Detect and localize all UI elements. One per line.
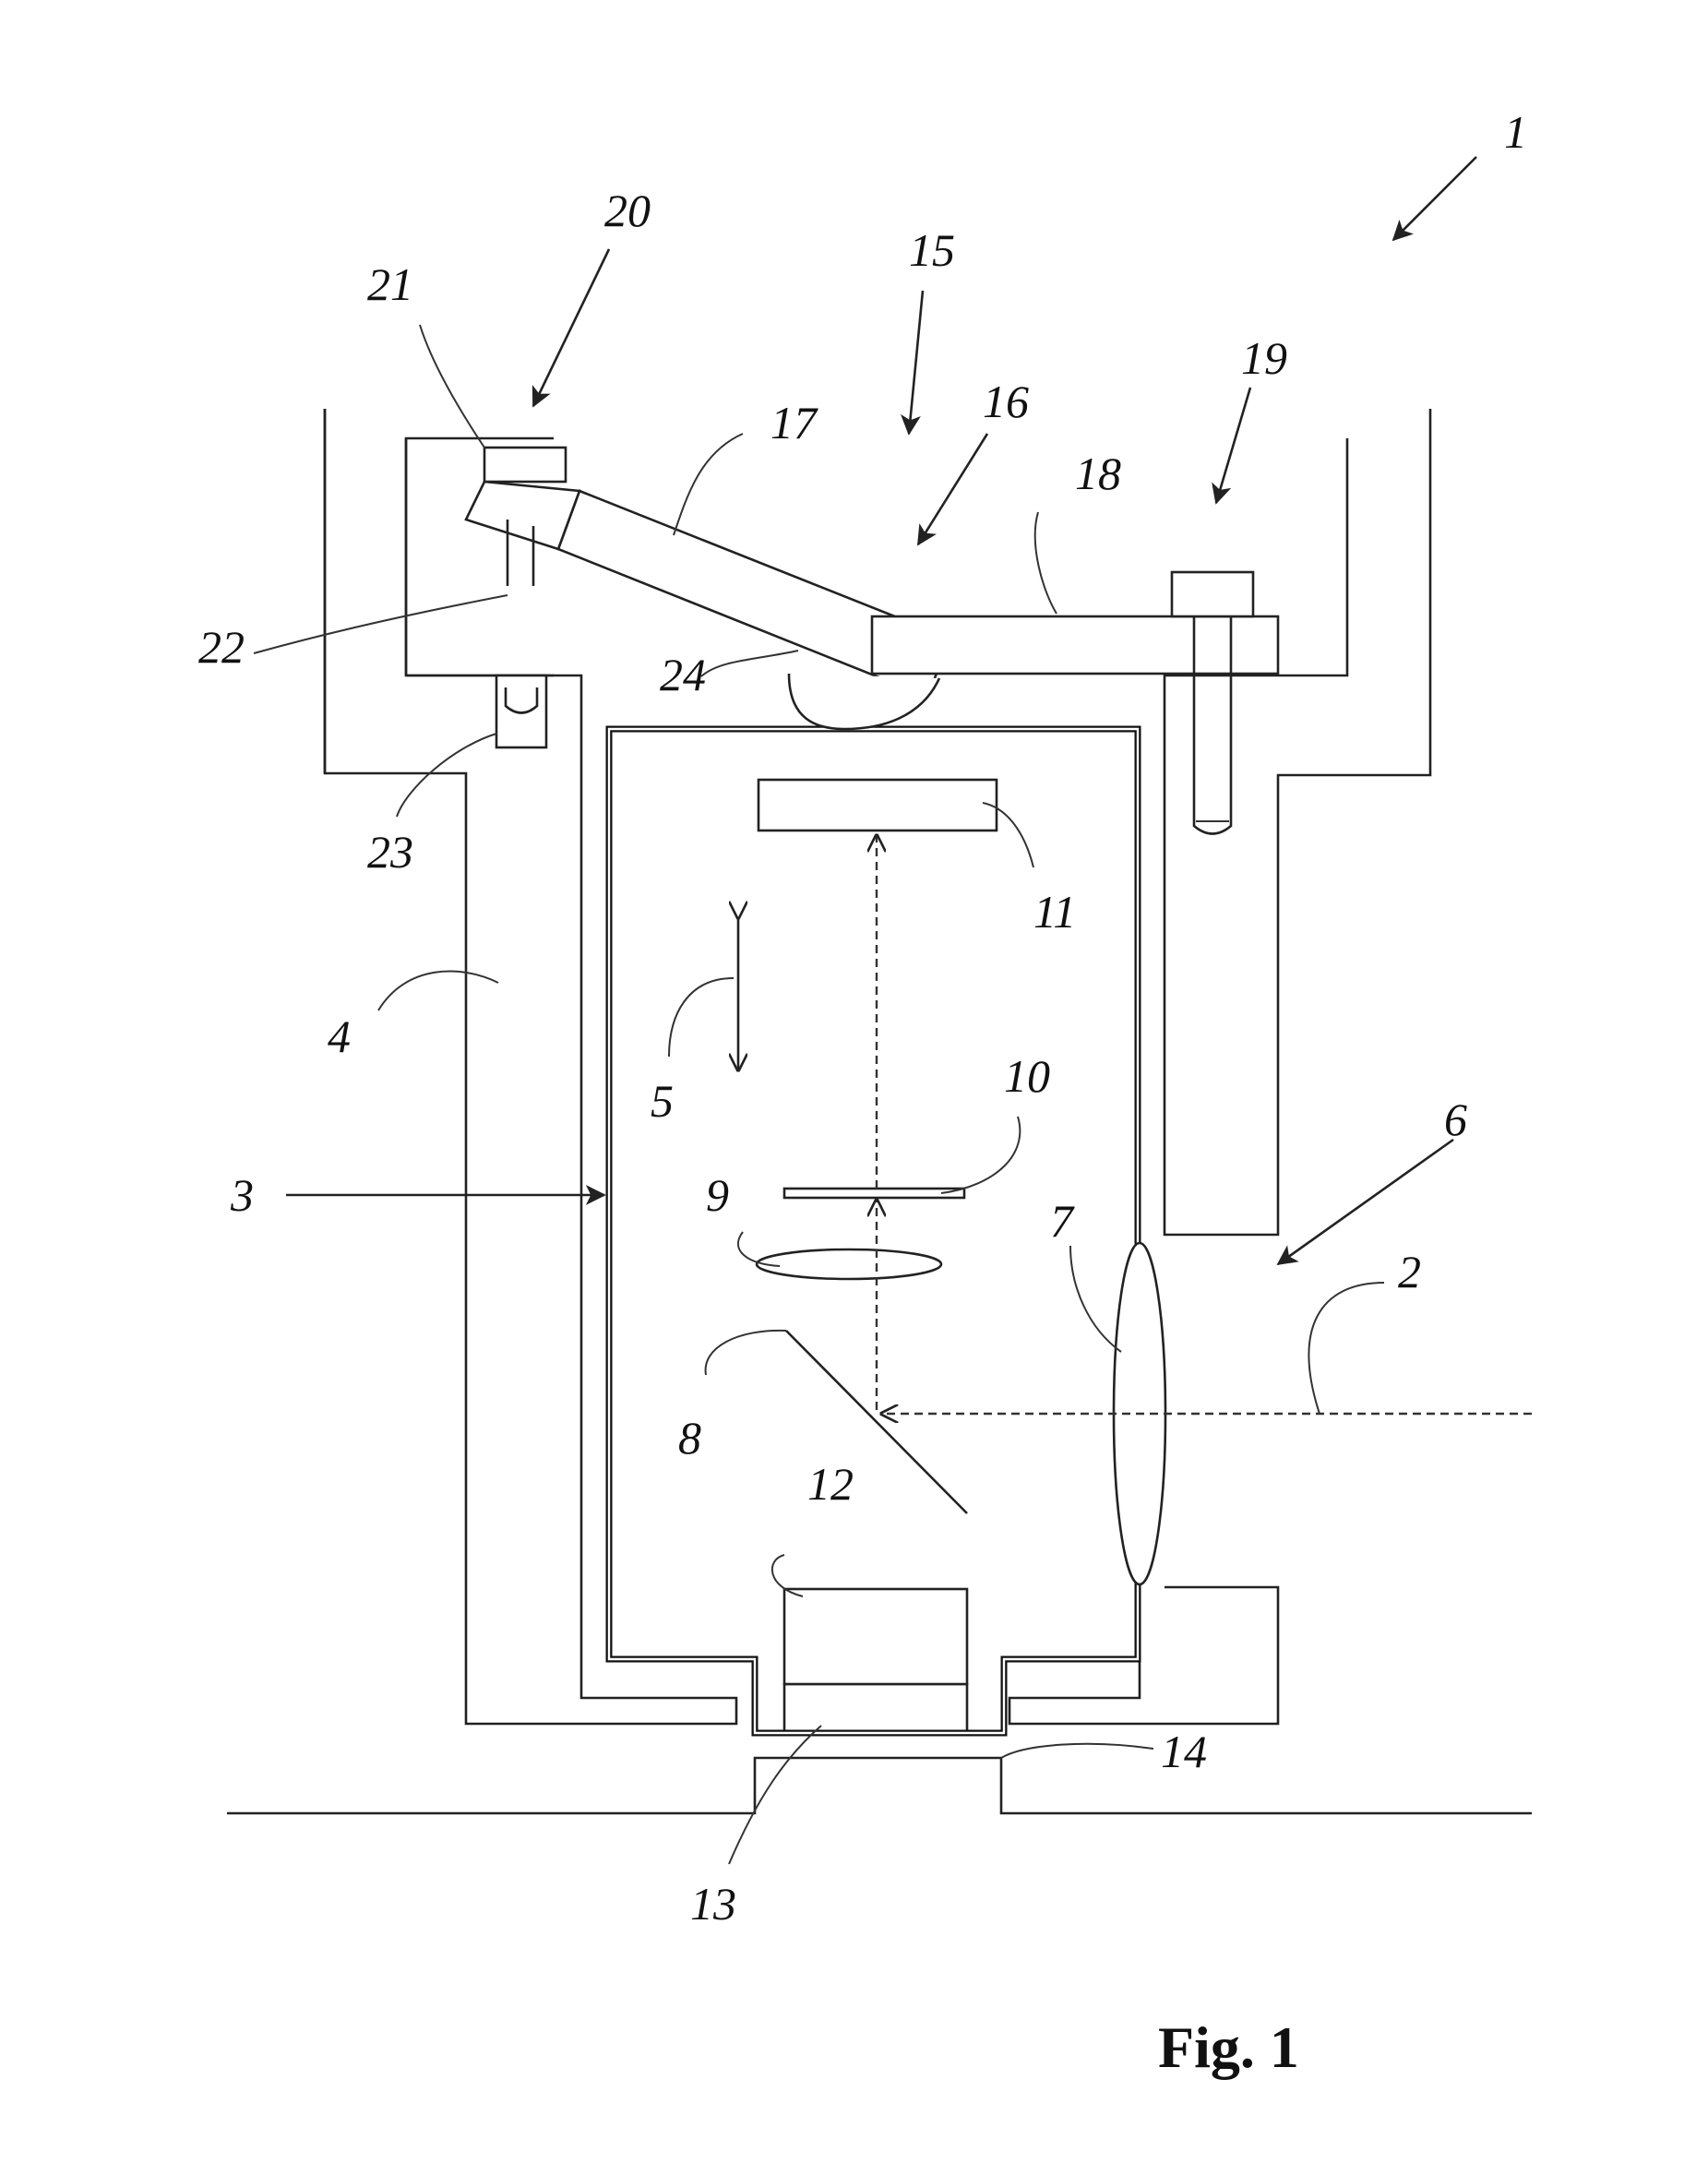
leader-19 [1216, 388, 1250, 503]
leader-8 [706, 1331, 786, 1375]
housing-outline [325, 409, 736, 1724]
leader-1 [1393, 157, 1476, 240]
filter-plate [784, 1189, 964, 1198]
ref-14: 14 [1161, 1726, 1207, 1777]
ref-22: 22 [198, 621, 245, 673]
leader-18 [1035, 512, 1057, 614]
ref-6: 6 [1444, 1093, 1467, 1145]
leader-10 [941, 1117, 1020, 1193]
leader-6 [1278, 1140, 1453, 1264]
bolt-head-19 [1172, 572, 1253, 616]
nut-23 [496, 675, 546, 747]
base-plate [227, 1758, 1532, 1813]
ref-18: 18 [1075, 448, 1121, 499]
leader-21 [420, 325, 484, 448]
ref-11: 11 [1033, 886, 1076, 938]
leader-5 [669, 978, 734, 1057]
ref-7: 7 [1050, 1195, 1075, 1247]
ref-20: 20 [604, 185, 651, 236]
ref-19: 19 [1241, 332, 1287, 384]
leader-24 [701, 651, 798, 676]
ref-13: 13 [690, 1878, 736, 1930]
ref-17: 17 [770, 397, 818, 448]
ref-15: 15 [909, 224, 955, 276]
image-sensor [758, 780, 997, 831]
ref-24: 24 [660, 649, 706, 700]
ref-4: 4 [328, 1010, 351, 1062]
lens-9 [757, 1249, 941, 1279]
window-outline [784, 1684, 967, 1735]
ref-1: 1 [1504, 106, 1527, 158]
housing-bottom-right [1009, 1587, 1278, 1724]
ref-10: 10 [1004, 1050, 1050, 1102]
ref-21: 21 [367, 258, 413, 310]
detector-block [784, 1589, 967, 1684]
ref-5: 5 [651, 1075, 674, 1127]
leader-13 [729, 1726, 821, 1864]
leader-16 [918, 434, 987, 544]
bolt-head-21 [484, 448, 566, 482]
leader-22 [254, 595, 508, 653]
ref-9: 9 [706, 1169, 729, 1221]
ref-12: 12 [807, 1458, 854, 1510]
leader-4 [378, 972, 498, 1010]
leader-23 [397, 734, 496, 817]
pressure-pad-24 [789, 674, 939, 729]
ref-3: 3 [230, 1169, 254, 1221]
shim-left [466, 482, 579, 549]
ref-8: 8 [678, 1412, 701, 1464]
ref-2: 2 [1398, 1246, 1421, 1297]
leader-17 [674, 434, 743, 535]
leader-7 [1070, 1246, 1121, 1352]
ref-23: 23 [367, 826, 413, 878]
leader-14 [1001, 1744, 1153, 1758]
figure-caption: Fig. 1 [1158, 2014, 1299, 2080]
leader-2 [1308, 1283, 1384, 1414]
ref-16: 16 [983, 376, 1029, 427]
clamp-bar-18 [872, 616, 1278, 674]
leader-15 [909, 291, 923, 434]
leader-20 [533, 249, 609, 406]
